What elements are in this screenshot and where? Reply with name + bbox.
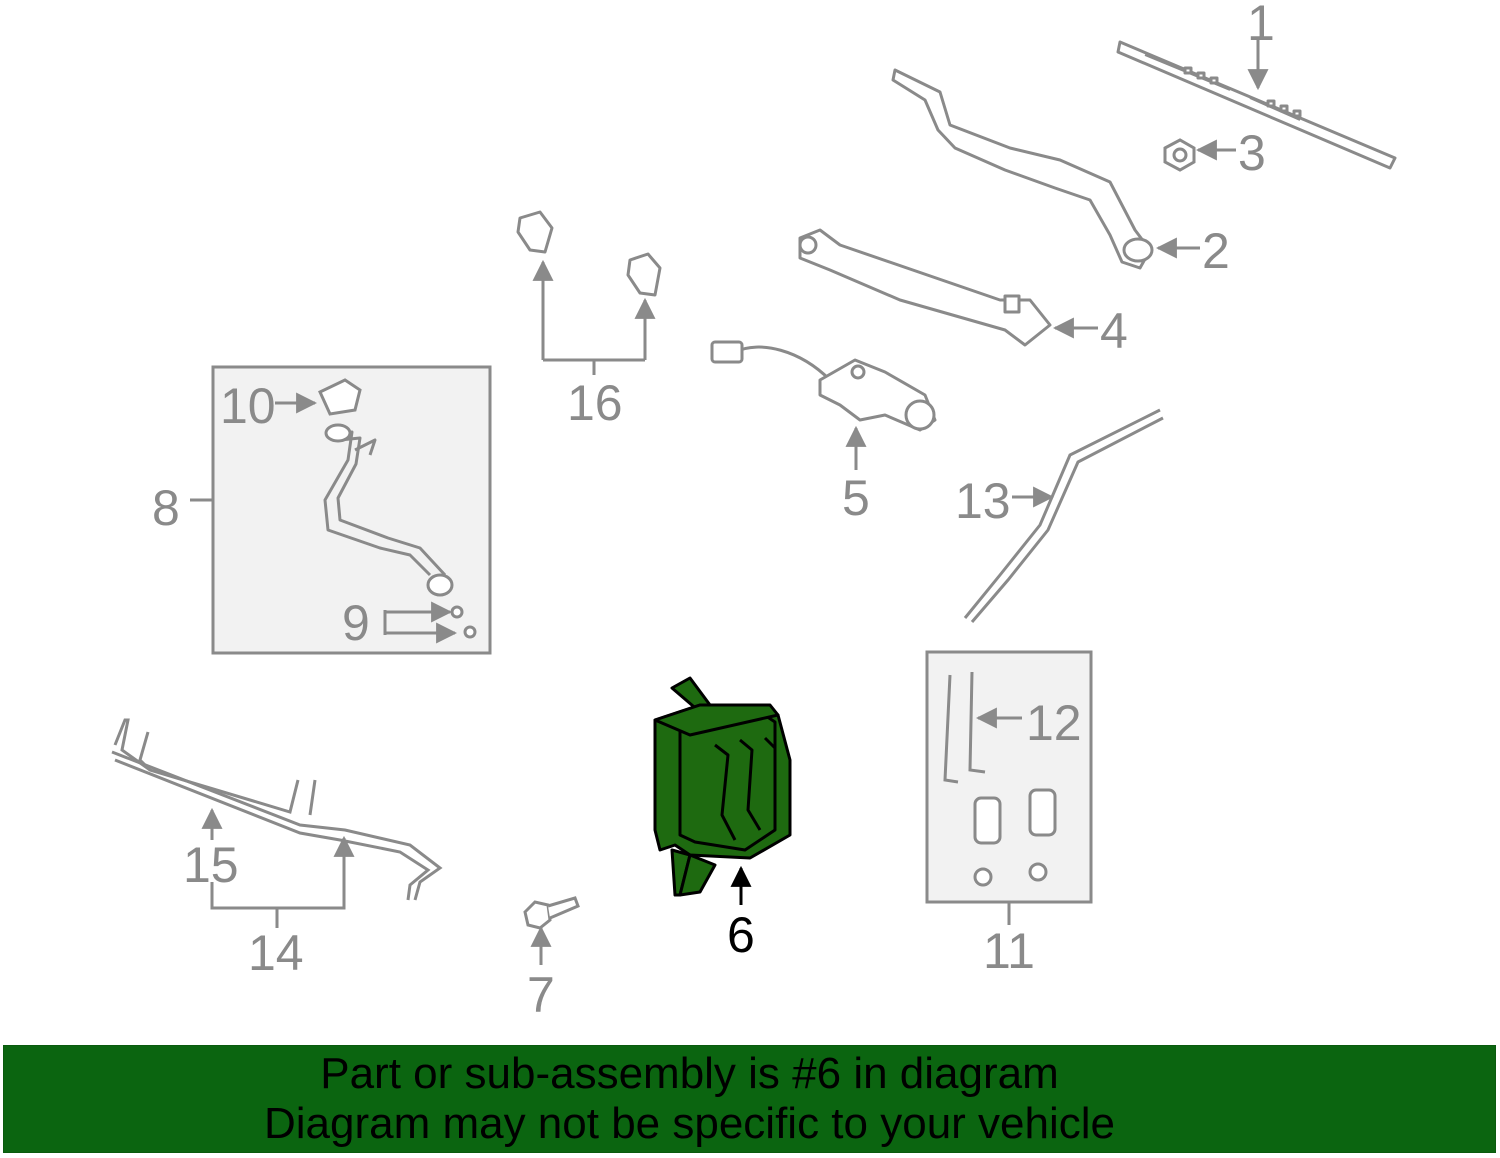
callout-11-12-leaders	[975, 707, 1022, 925]
wiper-motor-part	[710, 340, 937, 432]
part-11-box	[925, 650, 1093, 904]
hose-part-13	[963, 408, 1164, 623]
callout-3: 3	[1238, 125, 1266, 181]
callout-16-leader	[532, 259, 656, 375]
info-banner: Part or sub-assembly is #6 in diagram Di…	[3, 1045, 1496, 1153]
wiper-arm-part	[891, 68, 1154, 270]
callout-1: 1	[1247, 0, 1275, 51]
callout-9: 9	[342, 595, 370, 651]
callout-6: 6	[727, 907, 755, 963]
cap-part	[318, 378, 362, 416]
callout-10: 10	[220, 378, 276, 434]
filler-neck-part	[323, 423, 454, 597]
callout-2: 2	[1202, 223, 1230, 279]
callout-8-9-10-leaders	[190, 392, 477, 644]
callout-7: 7	[527, 967, 555, 1023]
wiper-linkage-part	[798, 228, 1052, 347]
banner-line-2: Diagram may not be specific to your vehi…	[263, 1099, 1116, 1148]
callout-16: 16	[567, 375, 623, 431]
callout-14: 14	[248, 925, 304, 981]
callout-13: 13	[955, 473, 1011, 529]
nut-part	[1163, 138, 1196, 172]
callout-1-5-leaders	[845, 40, 1269, 470]
callout-15: 15	[183, 837, 239, 893]
bolt-part	[523, 896, 580, 930]
hose-part-15	[111, 718, 443, 901]
washer-reservoir-part	[653, 676, 792, 897]
wiper-blade-part	[1116, 40, 1397, 170]
banner-line-1: Part or sub-assembly is #6 in diagram	[320, 1049, 1059, 1098]
pump-parts	[943, 671, 1057, 887]
callout-11: 11	[983, 923, 1035, 979]
callout-8: 8	[152, 480, 180, 536]
nozzle-parts	[516, 210, 662, 297]
callout-12: 12	[1026, 695, 1082, 751]
callout-5: 5	[842, 470, 870, 526]
callout-4: 4	[1100, 303, 1128, 359]
callout-14-15-leaders	[201, 807, 355, 928]
